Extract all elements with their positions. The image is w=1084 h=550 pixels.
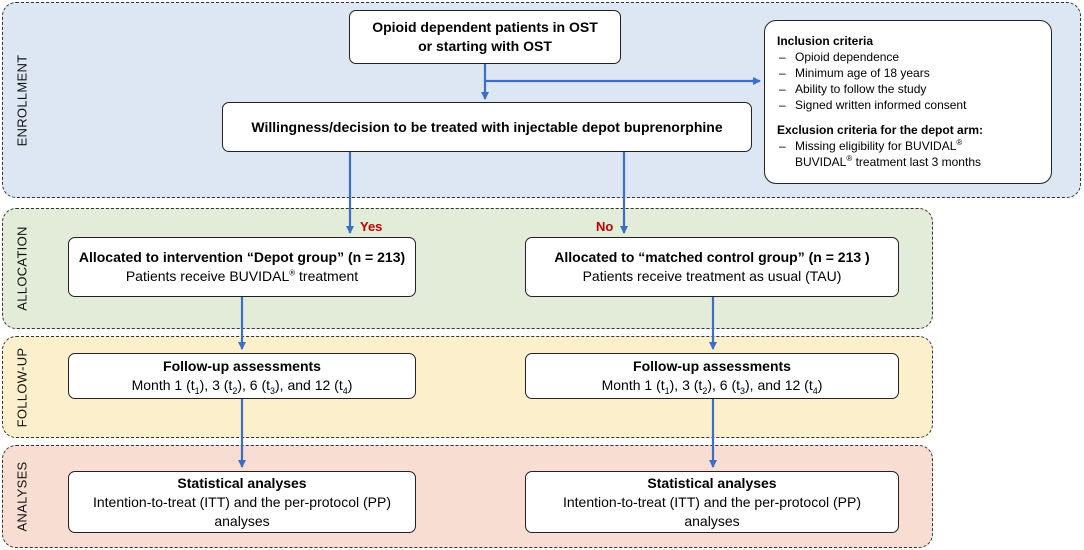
analyses-box-left: Statistical analyses Intention-to-treat … <box>68 471 416 533</box>
decision-yes: Yes <box>360 219 383 234</box>
population-line1: Opioid dependent patients in OST <box>372 19 598 35</box>
followup-title: Follow-up assessments <box>163 358 321 374</box>
exclusion-title: Exclusion criteria for the depot arm: <box>777 123 984 137</box>
inclusion-item: Signed written informed consent <box>777 97 1039 113</box>
criteria-box: Inclusion criteria Opioid dependence Min… <box>764 20 1052 184</box>
analyses-line3: analyses <box>214 512 270 529</box>
control-treatment: Patients receive treatment as usual (TAU… <box>582 268 842 284</box>
inclusion-item: Ability to follow the study <box>777 81 1039 97</box>
control-title: Allocated to “matched control group” (n … <box>554 249 870 265</box>
inclusion-title: Inclusion criteria <box>777 34 874 48</box>
inclusion-item: Minimum age of 18 years <box>777 65 1039 81</box>
followup-months: Month 1 (t1), 3 (t2), 6 (t3), and 12 (t4… <box>131 377 353 396</box>
followup-months: Month 1 (t1), 3 (t2), 6 (t3), and 12 (t4… <box>601 377 823 396</box>
willingness-text: Willingness/decision to be treated with … <box>251 118 723 135</box>
control-group-box: Allocated to “matched control group” (n … <box>525 237 899 297</box>
population-box: Opioid dependent patients in OST or star… <box>349 10 621 64</box>
decision-no: No <box>596 219 614 234</box>
depot-group-box: Allocated to intervention “Depot group” … <box>68 237 416 297</box>
exclusion-item-continued: BUVIDAL® treatment last 3 months <box>795 154 981 170</box>
followup-box-right: Follow-up assessments Month 1 (t1), 3 (t… <box>525 353 899 399</box>
followup-title: Follow-up assessments <box>633 358 791 374</box>
analyses-line3: analyses <box>684 512 740 529</box>
inclusion-item: Opioid dependence <box>777 49 1039 65</box>
analyses-line2: Intention-to-treat (ITT) and the per-pro… <box>92 493 391 510</box>
population-line2: or starting with OST <box>418 38 552 54</box>
analyses-box-right: Statistical analyses Intention-to-treat … <box>525 471 899 533</box>
analyses-title: Statistical analyses <box>647 474 777 491</box>
analyses-line2: Intention-to-treat (ITT) and the per-pro… <box>562 493 861 510</box>
depot-treatment: Patients receive BUVIDAL® treatment <box>125 268 359 284</box>
willingness-box: Willingness/decision to be treated with … <box>222 102 752 152</box>
depot-title: Allocated to intervention “Depot group” … <box>78 249 406 265</box>
followup-box-left: Follow-up assessments Month 1 (t1), 3 (t… <box>68 353 416 399</box>
analyses-title: Statistical analyses <box>177 474 307 491</box>
exclusion-item: Missing eligibility for BUVIDAL® <box>777 138 1039 154</box>
